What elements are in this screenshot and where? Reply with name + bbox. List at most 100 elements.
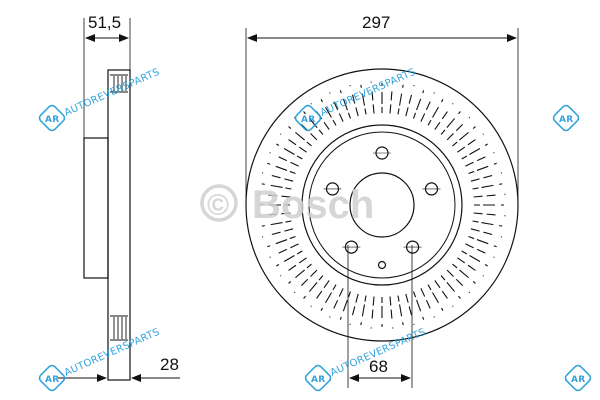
bosch-text: Bosch [252,183,374,227]
vent-slot [370,81,375,114]
vent-slot [472,220,505,228]
watermark-brand-text: AUTOREVERSPARTS [63,67,162,119]
vent-slot [465,152,495,167]
vent-slot [258,193,291,198]
side-view-outline [107,69,131,381]
front-view [245,28,519,388]
dim-diameter-label: 297 [362,13,390,32]
vent-slot [446,269,471,294]
autoreverseparts-watermark: AR [564,364,592,392]
vent-slot [359,82,367,115]
ar-logo-letters: AR [311,375,326,385]
vent-slot [461,142,490,160]
vent-slot [405,293,415,325]
vent-slot [405,85,415,117]
vent-slot [434,103,454,130]
vent-slot [389,81,394,114]
vent-slot [470,172,502,182]
side-view-hat [83,137,109,279]
vent-slot [452,263,478,286]
vent-slot [274,250,303,268]
vent-slot [468,162,499,175]
vent-slot [301,275,324,301]
vent-slot [339,291,352,322]
vent-slot [339,88,352,119]
vent-slot [262,172,294,182]
side-vent-bottom [110,315,128,341]
vent-slot [457,257,484,277]
vent-slot [427,284,445,313]
ar-logo-icon [38,104,66,132]
locating-hole [377,260,387,270]
vent-slot [269,243,299,258]
vent-slot [457,133,484,153]
vent-slot [427,97,445,126]
dim-thickness-label: 51,5 [88,13,121,32]
vent-slot [265,235,296,248]
vent-slot [473,212,506,217]
vent-slot [412,88,425,119]
ar-logo-icon [564,364,592,392]
vent-slot [465,243,495,258]
vent-slot [370,296,375,329]
side-vent-top [110,74,128,93]
ar-logo-letters: AR [45,115,60,125]
vent-slot [420,92,435,122]
vent-slot [259,182,292,190]
ar-logo-icon [304,364,332,392]
side-view [58,18,180,382]
vent-slot [397,82,405,115]
vent-slot [470,228,502,238]
copyright-circle [200,184,238,222]
vent-slot [301,109,324,135]
ar-logo-icon [294,104,322,132]
ventilation-slots [258,81,506,329]
vent-slot [440,109,463,135]
vent-slot [319,284,337,313]
vent-slot [329,92,344,122]
vent-slot [472,182,505,190]
bosch-watermark: © Bosch [200,183,374,227]
vent-slot [265,162,296,175]
friction-ring-inner-edge [301,124,463,286]
vent-slot [452,124,478,147]
vent-slot [329,288,344,318]
watermark-brand-text: AUTOREVERSPARTS [319,67,418,119]
dim-min-thickness-label: 28 [160,355,179,374]
center-bore [349,172,415,238]
copyright-symbol: © [207,189,229,222]
vent-slot [446,116,471,141]
vent-slot [349,85,359,117]
vent-slot [319,97,337,126]
vent-slot [434,280,454,307]
vent-slot [286,263,312,286]
ar-logo-letters: AR [571,375,586,385]
vent-slot [286,124,312,147]
autoreverseparts-watermark: AR [552,104,580,132]
vent-slot [269,152,299,167]
ar-logo-letters: AR [301,115,316,125]
vent-slot [412,291,425,322]
vent-slot [397,295,405,328]
watermark-brand-text: AUTOREVERSPARTS [63,327,162,379]
vent-slot [468,235,499,248]
vent-slot [461,250,490,268]
hat-outer-edge [308,131,456,279]
ar-logo-icon [552,104,580,132]
vent-slot [389,296,394,329]
disc-outer-edge [245,68,519,342]
dim-hub-label: 68 [369,357,388,376]
vent-slot [420,288,435,318]
vent-slot [262,228,294,238]
vent-slot [293,269,318,294]
vent-slot [259,220,292,228]
vent-slot [349,293,359,325]
ar-logo-letters: AR [45,375,60,385]
vent-slot [258,212,291,217]
autoreverseparts-watermarks: ARAUTOREVERSPARTSARAUTOREVERSPARTSARARAU… [38,67,592,392]
vent-slot [274,142,303,160]
vent-slot [280,257,307,277]
